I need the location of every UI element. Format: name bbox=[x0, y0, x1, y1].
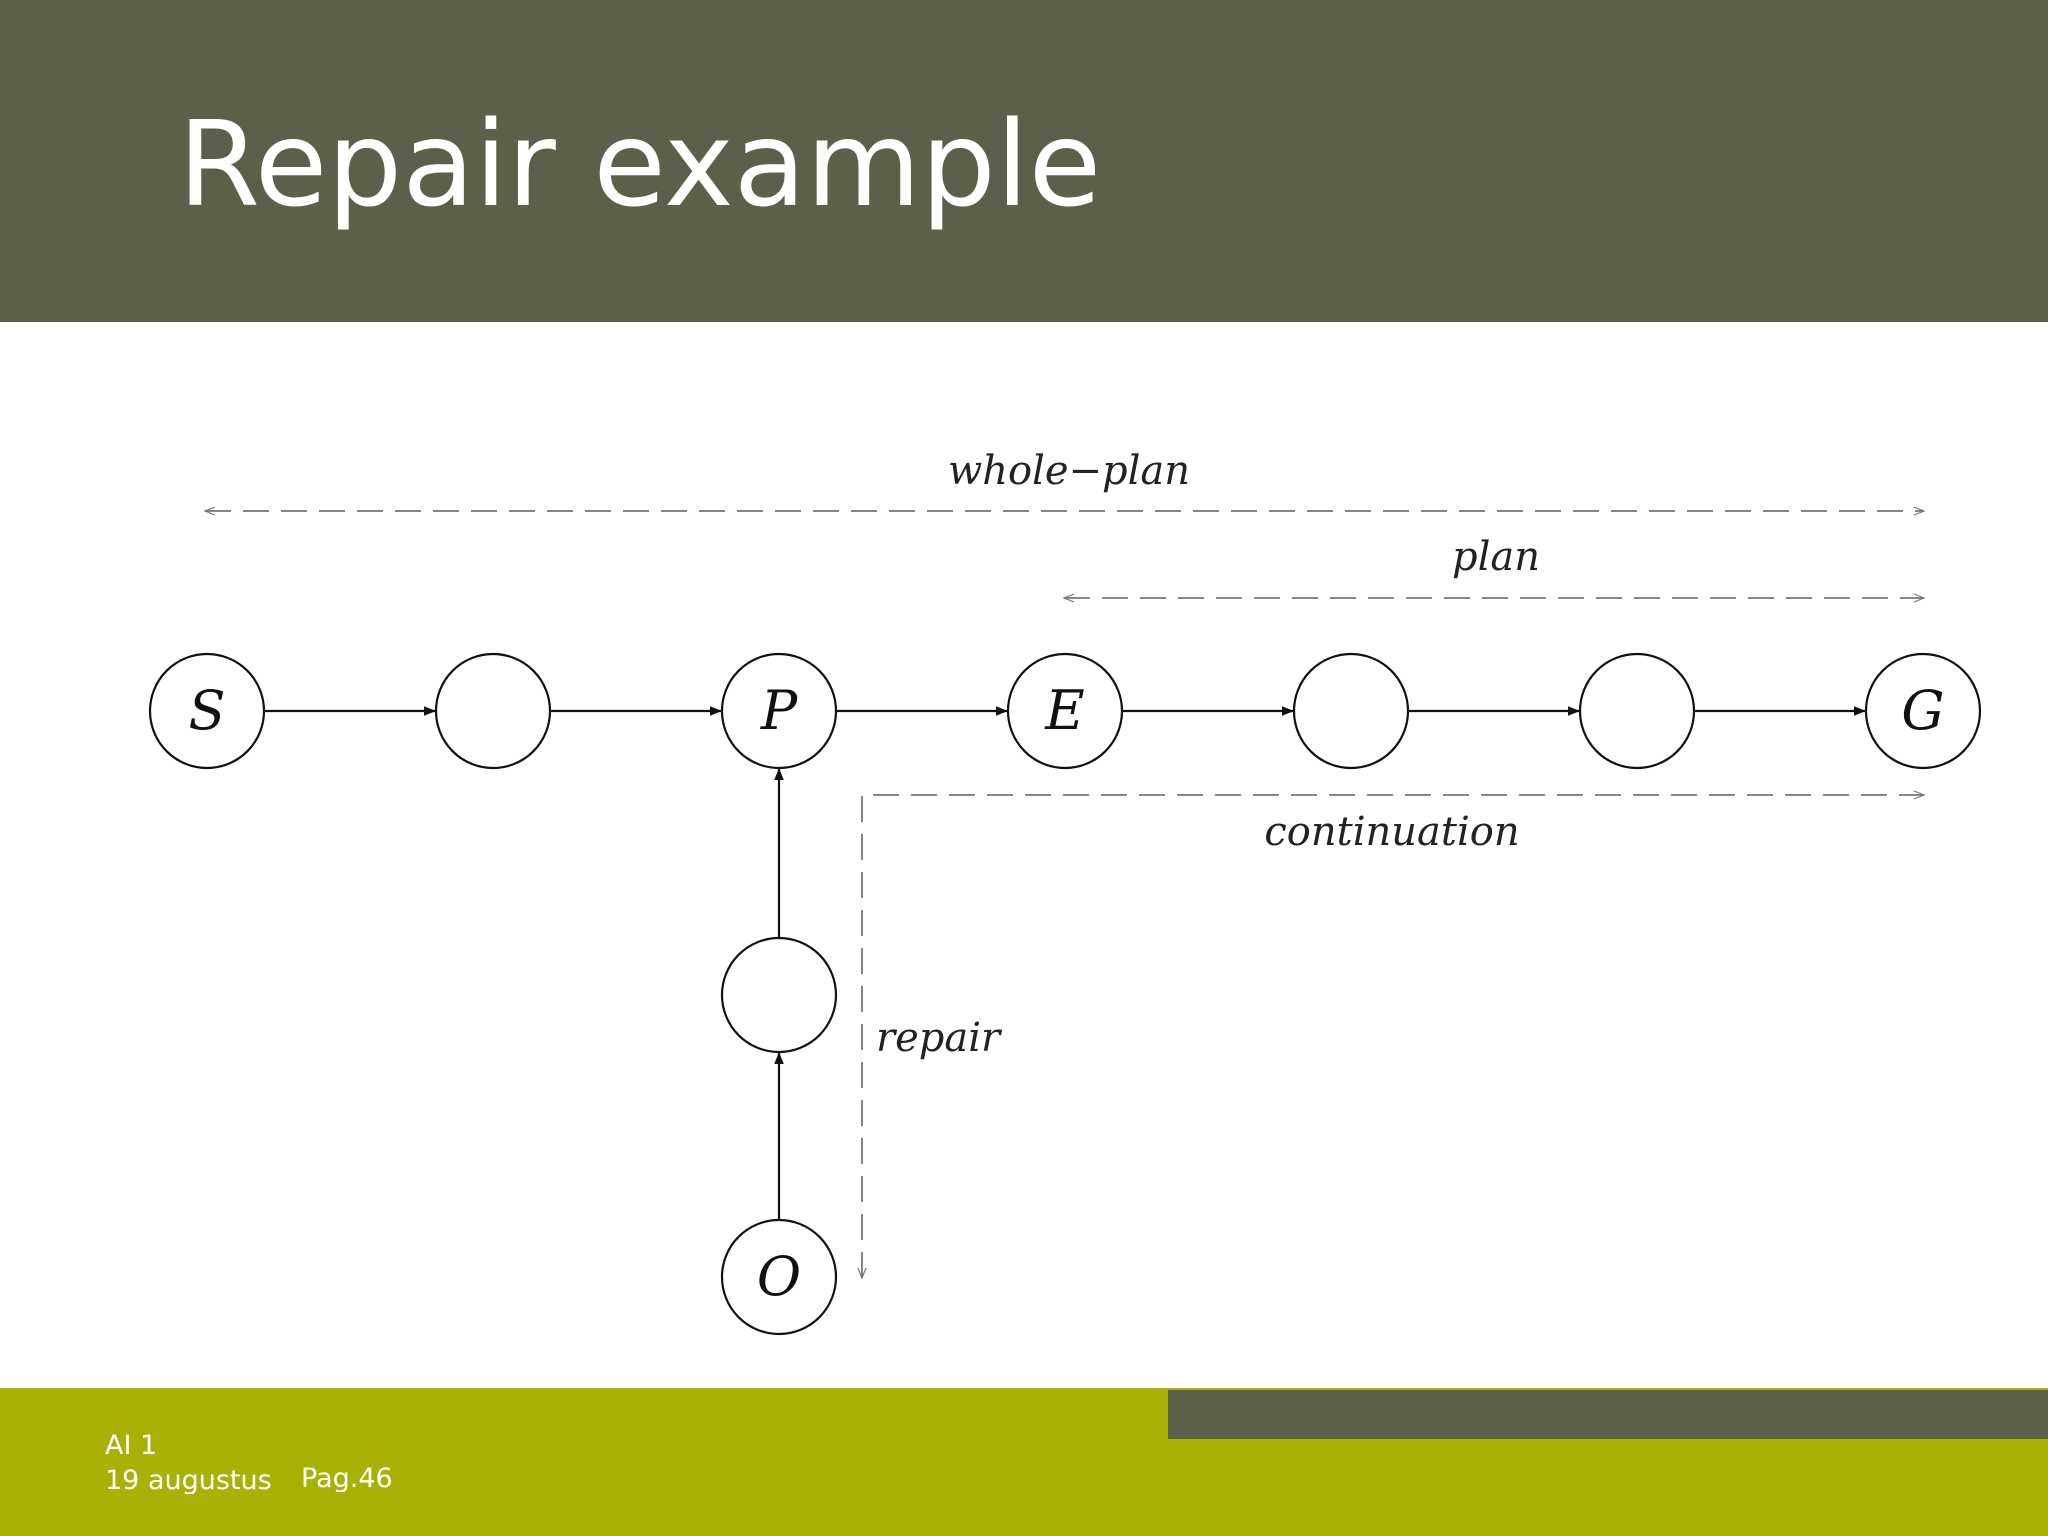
nodes: S P E G O bbox=[148, 652, 1982, 1336]
node-g: G bbox=[1864, 652, 1982, 770]
node-e: E bbox=[1006, 652, 1124, 770]
continuation-label: continuation bbox=[1264, 809, 1519, 855]
continuation-span: continuation repair bbox=[857, 790, 1926, 1280]
plan-span: plan bbox=[1062, 534, 1926, 603]
whole-plan-label: whole−plan bbox=[948, 448, 1190, 494]
node-p-label: P bbox=[760, 679, 799, 742]
slide-title: Repair example bbox=[178, 95, 1102, 233]
repair-label: repair bbox=[876, 1015, 1003, 1061]
node-4 bbox=[720, 936, 838, 1054]
footer-page-number: Pag.46 bbox=[301, 1465, 393, 1492]
edges bbox=[264, 706, 1866, 1220]
node-2 bbox=[1292, 652, 1410, 770]
node-g-label: G bbox=[1901, 679, 1944, 742]
plan-repair-diagram: whole−plan plan continuation repair S P bbox=[148, 448, 1982, 1336]
node-e-label: E bbox=[1044, 679, 1084, 742]
node-s: S bbox=[148, 652, 266, 770]
node-s-label: S bbox=[189, 679, 226, 742]
footer-accent-bar bbox=[1168, 1390, 2048, 1439]
continuation-span-line bbox=[857, 790, 1926, 1280]
plan-label: plan bbox=[1452, 534, 1540, 580]
node-1 bbox=[434, 652, 552, 770]
node-o-label: O bbox=[757, 1245, 801, 1308]
node-o: O bbox=[720, 1218, 838, 1336]
whole-plan-span: whole−plan bbox=[203, 448, 1926, 516]
node-p: P bbox=[720, 652, 838, 770]
footer-date: 19 augustus bbox=[105, 1467, 272, 1494]
title-banner bbox=[0, 0, 2048, 322]
node-3 bbox=[1578, 652, 1696, 770]
footer-course: AI 1 bbox=[105, 1432, 158, 1459]
